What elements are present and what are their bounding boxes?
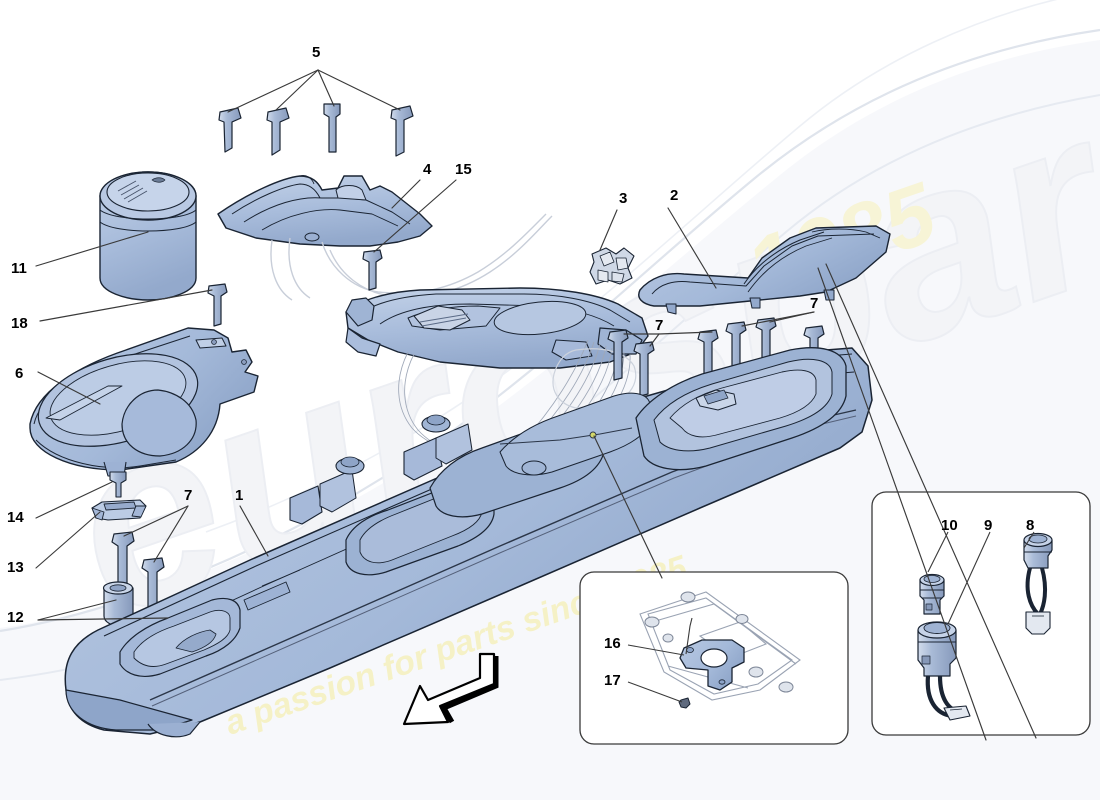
bolt-7-2: [633, 341, 655, 397]
callout-8: 8: [1026, 517, 1035, 534]
part-1-tunnel-console-main: [64, 347, 873, 738]
callout-3: 3: [619, 190, 628, 207]
leader-lines: [35, 69, 1037, 741]
part-4-front-console-cover: [217, 175, 433, 247]
callout-12: 12: [7, 609, 24, 626]
callout-5: 5: [312, 44, 321, 61]
callout-7-right: 7: [810, 295, 819, 312]
rivet-2: [266, 107, 290, 156]
callout-1: 1: [235, 487, 244, 504]
callout-14: 14: [7, 509, 24, 526]
part-16-support-bracket: [679, 639, 745, 691]
callout-17: 17: [604, 672, 621, 689]
part-9-power-socket-with-lead: [917, 621, 971, 721]
part-6-console-storage-tray: [29, 327, 259, 477]
bolt-7-1: [607, 329, 629, 381]
rivet-1: [218, 107, 242, 153]
callout-2: 2: [670, 187, 679, 204]
callout-15: 15: [455, 161, 472, 178]
rivet-3: [323, 103, 341, 153]
callout-7-left: 7: [184, 487, 193, 504]
part-15-bolt: [362, 249, 383, 291]
forward-direction-arrow: [402, 652, 499, 726]
bracket-detail-inset: [579, 571, 849, 745]
part-5-rivet-group: [218, 103, 414, 157]
part-14-screw: [109, 471, 127, 498]
callout-6: 6: [15, 365, 24, 382]
callout-10: 10: [941, 517, 958, 534]
callout-16: 16: [604, 635, 621, 652]
callout-7-mid: 7: [655, 317, 664, 334]
part-17-nut: [678, 697, 691, 709]
part-2-rear-console-trim: [638, 225, 891, 315]
part-11-cup-holder-canister: [99, 171, 197, 301]
rivet-4: [390, 105, 414, 157]
part-18-bolt: [207, 283, 228, 327]
centre-console-frame-assembly: [345, 287, 649, 369]
callout-11: 11: [11, 260, 27, 277]
callout-9: 9: [984, 517, 993, 534]
callout-13: 13: [7, 559, 24, 576]
part-13-retaining-clip-plate: [91, 499, 147, 521]
callout-18: 18: [11, 315, 28, 332]
part-3-clip: [589, 247, 635, 285]
callout-4: 4: [423, 161, 432, 178]
part-10-socket-cap: [919, 573, 945, 615]
